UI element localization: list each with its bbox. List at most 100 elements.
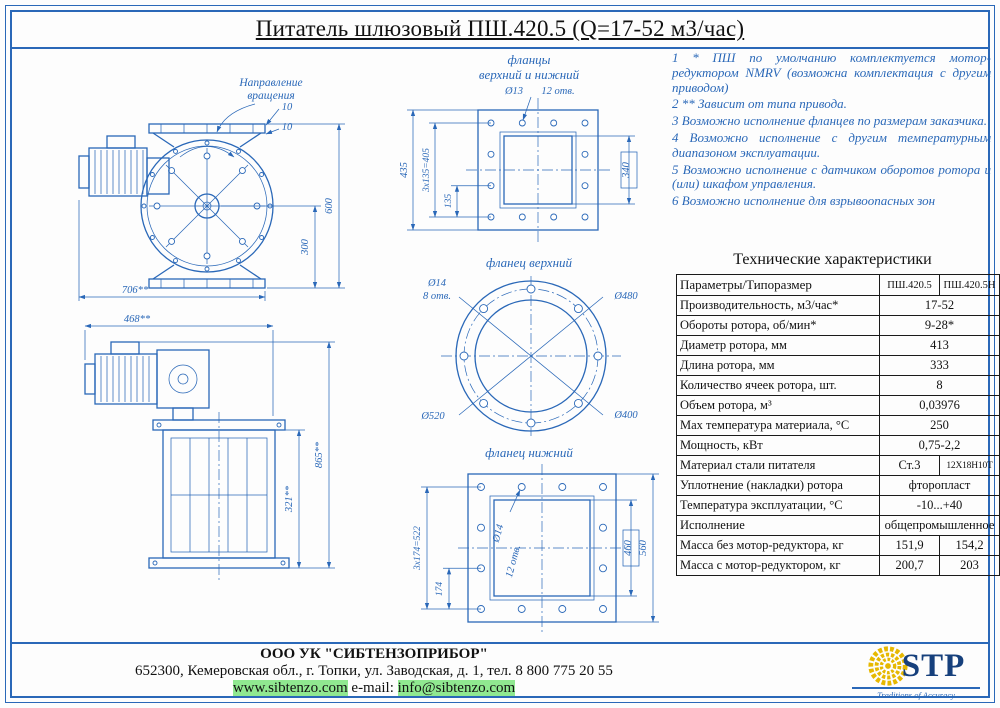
dim-600: 600 xyxy=(324,197,335,214)
dim-3x135: 3х135=405 xyxy=(422,148,432,193)
spec-name: Мощность, кВт xyxy=(676,435,880,456)
spec-value: фторопласт xyxy=(879,475,1000,496)
spec-value: 203 xyxy=(939,555,1000,576)
table-row: Производительность, м3/час*17-52 xyxy=(676,295,1000,316)
website-link[interactable]: www.sibtenzo.com xyxy=(232,680,348,696)
flange-both-title: фланцы верхний и нижний xyxy=(383,52,675,82)
spec-value: 9-28* xyxy=(879,315,1000,336)
spec-name: Исполнение xyxy=(676,515,880,536)
spec-value: 333 xyxy=(879,355,1000,376)
stp-logo-tagline: Traditions of Accuracy xyxy=(877,690,955,700)
footer-text: ООО УК "СИБТЕНЗОПРИБОР" 652300, Кемеровс… xyxy=(12,646,736,697)
note-2: 2 ** Зависит от типа привода. xyxy=(672,96,847,112)
flange-column: фланцы верхний и нижний 435 3х135=405 xyxy=(383,52,675,649)
rotation-label-line2: вращения xyxy=(247,90,294,102)
footer: ООО УК "СИБТЕНЗОПРИБОР" 652300, Кемеровс… xyxy=(12,642,988,700)
spec-name: Масса с мотор-редуктором, кг xyxy=(676,555,880,576)
top-flange xyxy=(148,123,266,148)
dim-d480: Ø480 xyxy=(613,291,638,302)
dim-340: 340 xyxy=(621,161,632,179)
spec-value: 413 xyxy=(879,335,1000,356)
bottom-flange xyxy=(148,264,266,289)
spec-value: 0,75-2,2 xyxy=(879,435,1000,456)
email-link[interactable]: info@sibtenzo.com xyxy=(397,680,516,696)
spec-value: 0,03976 xyxy=(879,395,1000,416)
spec-value: общепромышленное xyxy=(879,515,1000,536)
flange-both-title-line2: верхний и нижний xyxy=(478,67,580,82)
feeder-body xyxy=(148,412,290,580)
dim-706: 706** xyxy=(122,285,149,296)
spec-value: Ст.3 xyxy=(879,455,940,476)
company-name: ООО УК "СИБТЕНЗОПРИБОР" xyxy=(260,646,488,662)
specs-header-row: Параметры/Типоразмер ПШ.420.5 ПШ.420.5Н xyxy=(676,274,1000,296)
stp-logo-text: STP xyxy=(901,648,966,684)
dim-135: 135 xyxy=(444,194,454,209)
rotation-label-line1: Направление xyxy=(238,77,302,89)
spec-value: 17-52 xyxy=(879,295,1000,316)
spec-name: Мах температура материала, °С xyxy=(676,415,880,436)
contact-line: www.sibtenzo.com e-mail: info@sibtenzo.c… xyxy=(12,680,736,697)
dim-12-holes: 12 отв. xyxy=(541,86,574,97)
spec-name: Материал стали питателя xyxy=(676,455,880,476)
side-view-drawing: 468** 865** 321** xyxy=(84,314,335,580)
front-view-drawing: Направление вращения 600 300 10 10 706** xyxy=(78,77,345,301)
dim-560: 560 xyxy=(638,539,649,556)
flange-upper-holes xyxy=(459,284,603,428)
note-3: 3 Возможно исполнение фланцев по размера… xyxy=(672,113,988,129)
flange-both-drawing: 435 3х135=405 135 Ø13 12 отв. 340 xyxy=(399,86,638,242)
flange-both-holes xyxy=(487,119,589,221)
dim-12-holes-low: 12 отв. xyxy=(504,544,523,579)
side-dim-468: 468** xyxy=(84,314,274,416)
spec-value: -10...+40 xyxy=(879,495,1000,516)
dim-460: 460 xyxy=(623,539,634,556)
note-5: 5 Возможно исполнение с датчиком оборото… xyxy=(672,161,991,192)
dim-321: 321** xyxy=(284,485,295,513)
flange-both-title-line1: фланцы xyxy=(507,52,551,67)
table-row: Количество ячеек ротора, шт.8 xyxy=(676,375,1000,396)
dim-10-top: 10 xyxy=(282,102,293,113)
stp-logo-rule xyxy=(852,687,980,689)
dim-d520: Ø520 xyxy=(420,411,445,422)
flange-upper-drawing: Ø14 8 отв. Ø480 Ø520 Ø400 xyxy=(420,276,638,436)
flange-lower-holes xyxy=(477,483,607,613)
spec-value: 200,7 xyxy=(879,555,940,576)
notes: 1 * ПШ по умолчанию комплектуется мотор-… xyxy=(672,50,991,211)
side-dimensions: 865** 321** xyxy=(139,341,335,569)
spec-value: 154,2 xyxy=(939,535,1000,556)
stp-logo: STP Traditions of Accuracy xyxy=(848,645,984,700)
dim-10-bottom: 10 xyxy=(282,122,293,133)
dim-435: 435 xyxy=(399,162,410,178)
specs-heading: Технические характеристики xyxy=(733,251,932,268)
specs-header-model-2: ПШ.420.5Н xyxy=(939,274,1000,296)
flange-lower-drawing: 3х174=522 174 Ø14 12 отв. 460 560 xyxy=(413,464,659,634)
dim-d13: Ø13 xyxy=(504,86,523,97)
spec-name: Масса без мотор-редуктора, кг xyxy=(676,535,880,556)
spec-value: 151,9 xyxy=(879,535,940,556)
dim-8-holes: 8 отв. xyxy=(423,291,451,302)
motor-reducer xyxy=(84,341,210,421)
dim-d14: Ø14 xyxy=(427,278,447,289)
front-dimensions: 600 300 10 10 706** xyxy=(78,102,345,301)
dim-174: 174 xyxy=(435,582,445,597)
dim-d400: Ø400 xyxy=(613,410,638,421)
table-row: Обороты ротора, об/мин*9-28* xyxy=(676,315,1000,336)
company-address: 652300, Кемеровская обл., г. Топки, ул. … xyxy=(135,663,613,679)
note-6: 6 Возможно исполнение для взрывоопасных … xyxy=(672,193,936,209)
spec-name: Производительность, м3/час* xyxy=(676,295,880,316)
note-1: 1 * ПШ по умолчанию комплектуется мотор-… xyxy=(672,50,991,95)
motor xyxy=(78,135,170,197)
spec-value: 250 xyxy=(879,415,1000,436)
spec-name: Обороты ротора, об/мин* xyxy=(676,315,880,336)
spec-name: Количество ячеек ротора, шт. xyxy=(676,375,880,396)
flange-upper-dimensions: Ø14 8 отв. Ø480 Ø520 Ø400 xyxy=(420,278,638,422)
